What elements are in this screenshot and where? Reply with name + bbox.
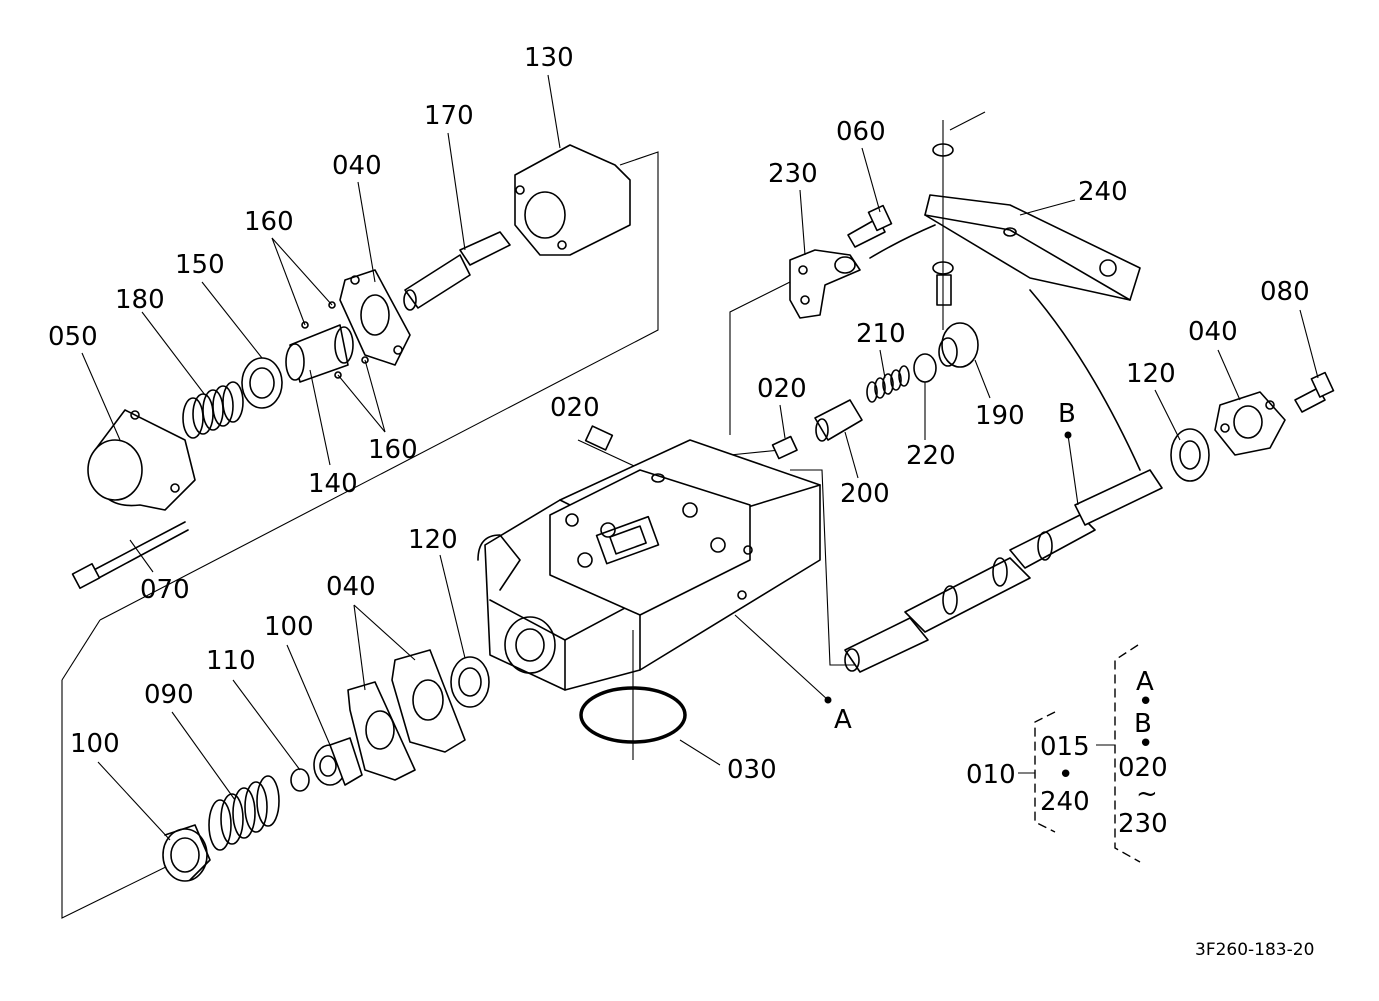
leader-lines [81, 74, 1319, 841]
left-upper-parts [71, 144, 631, 590]
label-B: B [1058, 399, 1076, 429]
legend-tilde: ~ [1136, 779, 1158, 809]
diagram-id: 3F260-183-20 [1195, 940, 1314, 960]
legend-240: 240 [1040, 787, 1090, 817]
label-130: 130 [524, 43, 574, 73]
plug-020-left [584, 425, 614, 451]
legend-230: 230 [1118, 809, 1168, 839]
legend-015: 015 [1040, 732, 1090, 762]
label-060: 060 [836, 117, 886, 147]
left-lower-parts [162, 649, 490, 882]
label-110: 110 [206, 646, 256, 676]
label-100-a: 100 [264, 612, 314, 642]
spring-210 [866, 365, 910, 403]
legend-dot-3: • [1138, 729, 1153, 759]
legend-A: A [1136, 667, 1154, 697]
guide-lines [61, 151, 855, 919]
label-220: 220 [906, 441, 956, 471]
legend-020: 020 [1118, 753, 1168, 783]
label-020-left: 020 [550, 393, 600, 423]
label-240: 240 [1078, 177, 1128, 207]
label-040-right: 040 [1188, 317, 1238, 347]
spring-090 [208, 775, 280, 851]
label-040-mid: 040 [326, 572, 376, 602]
label-160-a: 160 [244, 207, 294, 237]
label-100-b: 100 [70, 729, 120, 759]
label-050: 050 [48, 322, 98, 352]
label-140: 140 [308, 469, 358, 499]
right-top-parts [789, 111, 1141, 471]
label-020-mid: 020 [757, 374, 807, 404]
label-090: 090 [144, 680, 194, 710]
label-190: 190 [975, 401, 1025, 431]
label-200: 200 [840, 479, 890, 509]
label-080: 080 [1260, 277, 1310, 307]
valve-body [477, 439, 821, 760]
label-070: 070 [140, 575, 190, 605]
label-A: A [834, 705, 852, 735]
right-mid-parts [771, 322, 979, 460]
label-040-top: 040 [332, 151, 382, 181]
legend-dot-1: • [1058, 760, 1073, 790]
legend-B: B [1134, 709, 1152, 739]
label-210: 210 [856, 319, 906, 349]
label-170: 170 [424, 101, 474, 131]
main-spool [844, 469, 1163, 673]
label-150: 150 [175, 250, 225, 280]
assembly-legend: 010 015 • 240 A • B • 020 ~ 230 [966, 644, 1168, 863]
legend-dot-2: • [1138, 687, 1153, 717]
label-160-b: 160 [368, 435, 418, 465]
right-end-parts [1170, 371, 1335, 482]
label-180: 180 [115, 285, 165, 315]
label-120-left: 120 [408, 525, 458, 555]
label-030: 030 [727, 755, 777, 785]
label-120-right: 120 [1126, 359, 1176, 389]
part-labels: 130 170 040 160 150 180 050 160 140 070 … [48, 43, 1310, 785]
label-230: 230 [768, 159, 818, 189]
spring-180 [182, 381, 244, 439]
legend-010: 010 [966, 760, 1016, 790]
